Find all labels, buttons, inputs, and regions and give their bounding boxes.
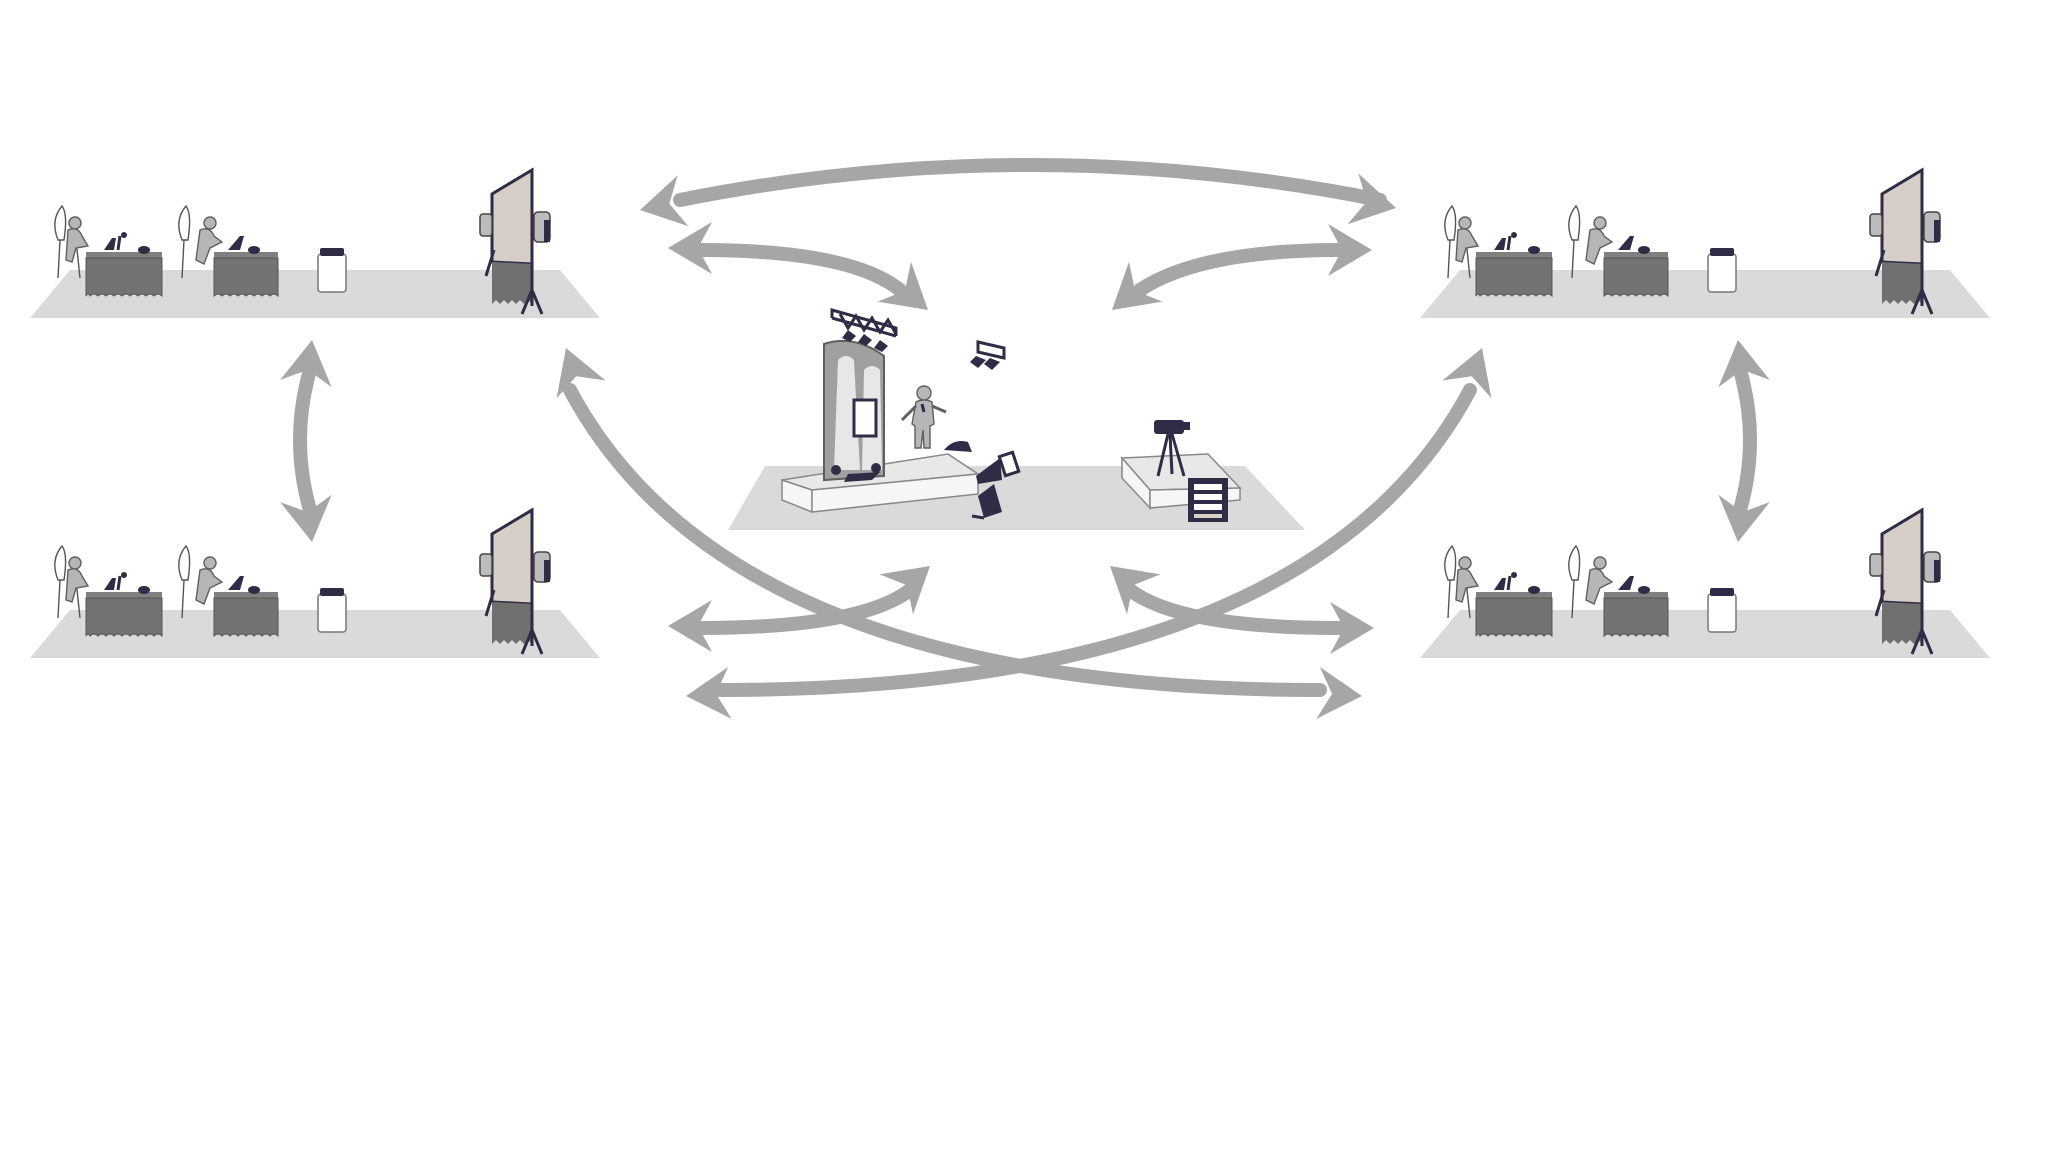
studio-center [728,308,1305,530]
arrow-right-vertical [1733,363,1757,517]
arrow-left-vertical [293,363,317,517]
arrow-top-left-to-bottom-right [563,383,1327,697]
connection-arrows [280,158,1770,722]
arrow-bottom-right-to-center [1123,583,1347,635]
arrow-top-left-to-center [693,243,907,297]
arrow-top-left-to-top-right [673,158,1387,207]
room-bottom-right [1418,508,1992,660]
room-top-right [1418,168,1992,320]
arrow-top-right-to-center [1133,243,1347,297]
room-top-left [28,168,602,320]
arrow-bottom-left-to-center [693,583,917,635]
